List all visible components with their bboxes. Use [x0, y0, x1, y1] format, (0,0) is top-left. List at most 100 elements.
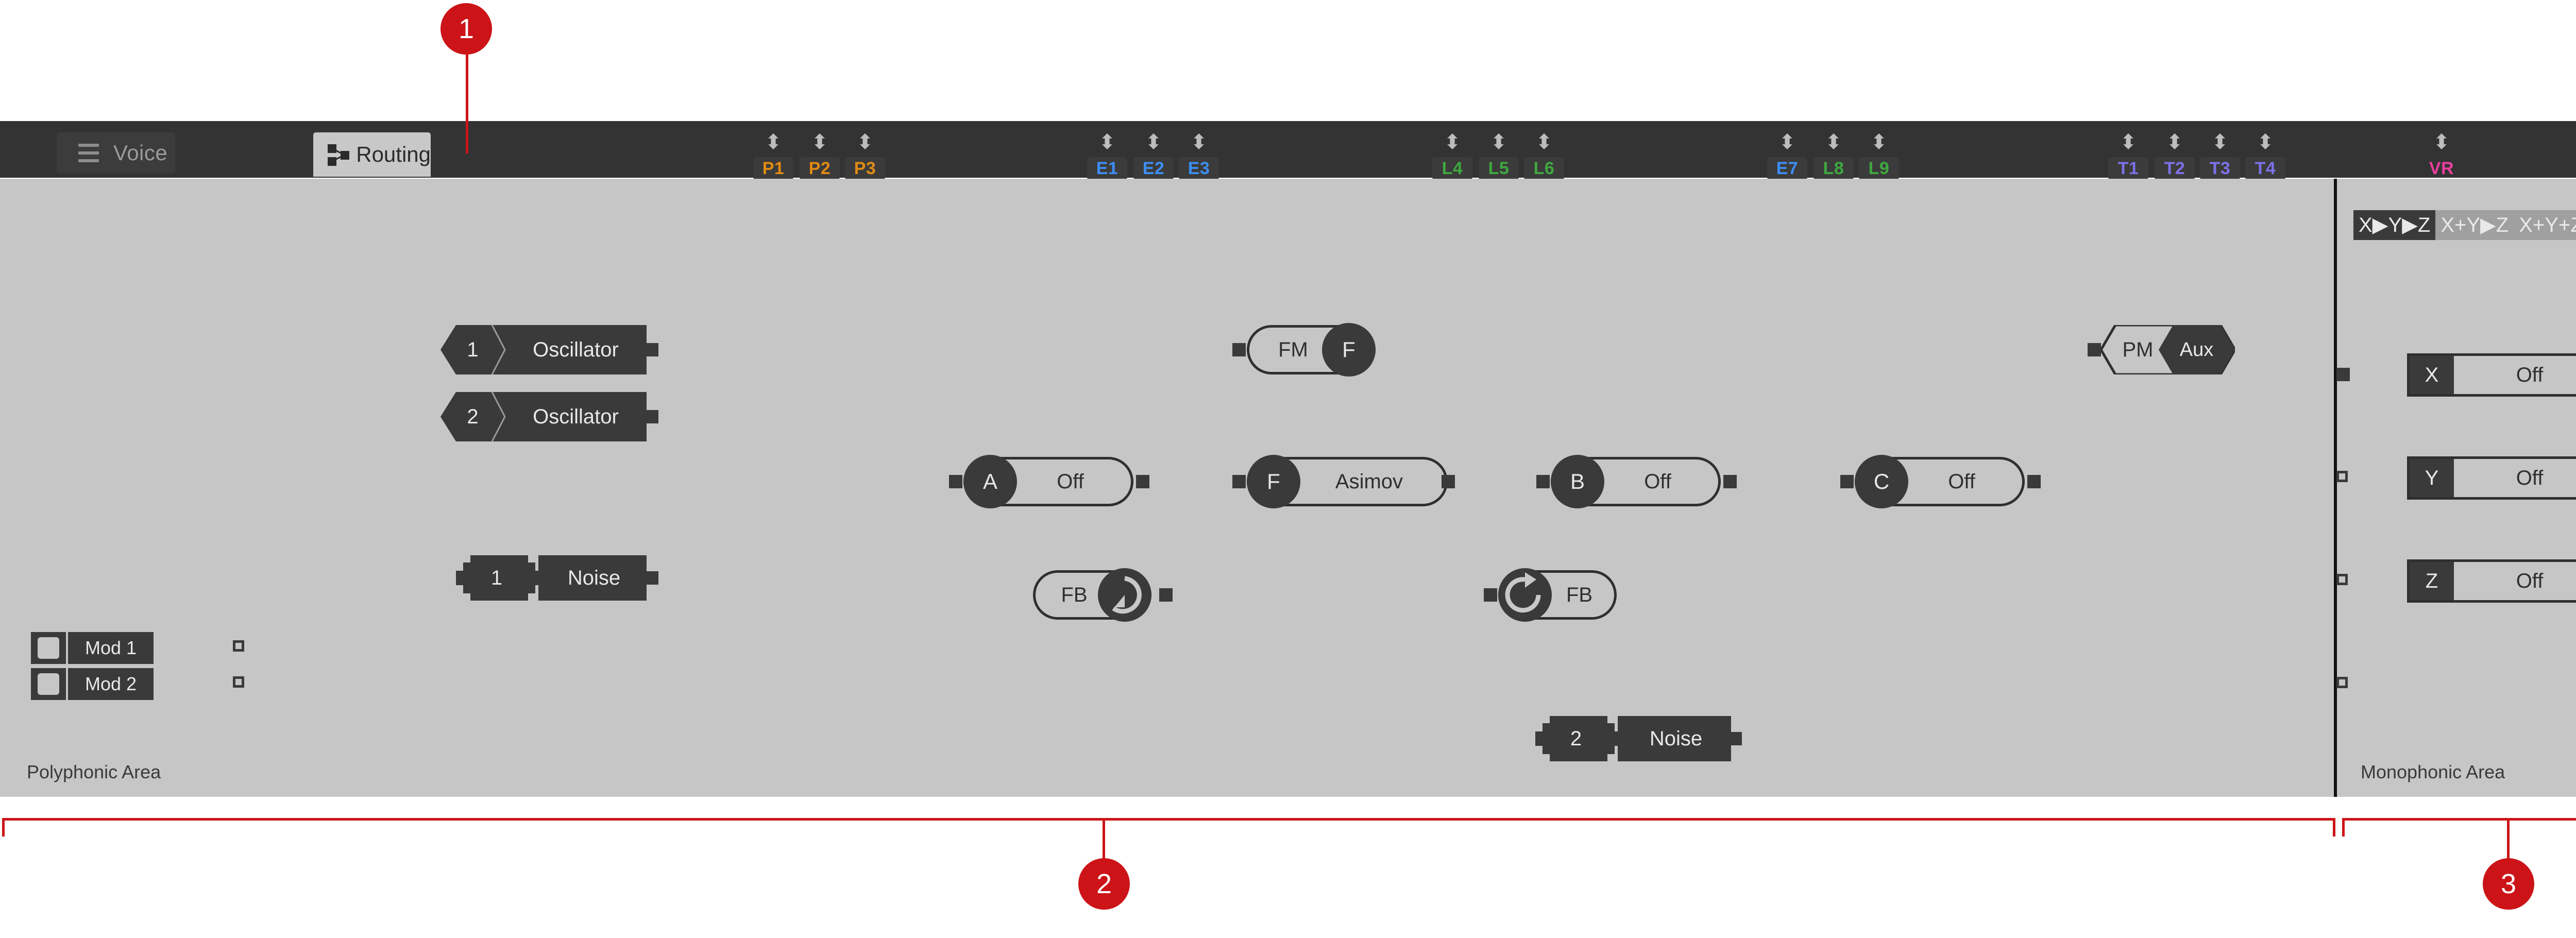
drag-vertical-arrows-icon[interactable]: ⬍ — [1490, 131, 1507, 154]
mixer-c-input-port[interactable] — [1840, 475, 1854, 488]
mod-row[interactable]: Mod 1 — [31, 632, 154, 664]
mod-slot-label[interactable]: L8 — [1814, 157, 1854, 180]
drag-vertical-arrows-icon[interactable]: ⬍ — [1190, 131, 1208, 154]
filter-output-port[interactable] — [1442, 475, 1455, 488]
node-oscillator-2[interactable]: 2 Oscillator — [440, 392, 647, 441]
mod-slot-e3[interactable]: ⬍ E3 — [1179, 130, 1219, 180]
mono-bus-port-x[interactable] — [2336, 368, 2350, 381]
mod-output-port[interactable] — [233, 640, 244, 652]
mod-slot-e2[interactable]: ⬍ E2 — [1133, 130, 1174, 180]
mod-slot-p3[interactable]: ⬍ P3 — [845, 130, 885, 180]
drag-vertical-arrows-icon[interactable]: ⬍ — [765, 131, 782, 154]
filter-badge[interactable]: F — [1247, 455, 1300, 508]
fb-right-input-port[interactable] — [1484, 588, 1497, 602]
mod-slot-l8[interactable]: ⬍ L8 — [1814, 130, 1854, 180]
mod-slot-label[interactable]: E1 — [1087, 157, 1127, 180]
node-fm[interactable]: FM F — [1247, 323, 1376, 377]
mod-slot-label[interactable]: T3 — [2200, 157, 2240, 180]
node-noise-1[interactable]: 1 Noise — [456, 555, 647, 601]
mono-mode-option-1[interactable]: X▶Y▶Z — [2353, 210, 2436, 240]
node-mixer-b[interactable]: B Off — [1551, 455, 1721, 508]
mod-slot-label[interactable]: L4 — [1432, 157, 1472, 180]
drag-vertical-arrows-icon[interactable]: ⬍ — [1870, 131, 1888, 154]
noise1-output-port[interactable] — [645, 571, 658, 585]
mod-slot-label[interactable]: E7 — [1767, 157, 1807, 180]
node-mixer-c[interactable]: C Off — [1855, 455, 2025, 508]
mixer-c-badge[interactable]: C — [1855, 455, 1908, 508]
mono-bus-port-y[interactable] — [2336, 471, 2348, 482]
mixer-b-badge[interactable]: B — [1551, 455, 1604, 508]
mod-slot-vr[interactable]: ⬍ VR — [2421, 130, 2462, 180]
fm-input-port[interactable] — [1232, 343, 1246, 356]
mod-slot-label[interactable]: P1 — [753, 157, 793, 180]
mono-slot-y[interactable]: Y Off — [2407, 456, 2576, 500]
drag-vertical-arrows-icon[interactable]: ⬍ — [1444, 131, 1461, 154]
drag-vertical-arrows-icon[interactable]: ⬍ — [2257, 131, 2274, 154]
mod-slot-label[interactable]: E3 — [1179, 157, 1219, 180]
filter-input-port[interactable] — [1232, 475, 1246, 488]
mod-slot-l9[interactable]: ⬍ L9 — [1859, 130, 1899, 180]
fb-left-output-port[interactable] — [1159, 588, 1173, 602]
mod-slot-e7[interactable]: ⬍ E7 — [1767, 130, 1807, 180]
tab-voice[interactable]: Voice — [57, 132, 175, 174]
noise2-output-port[interactable] — [1728, 732, 1742, 745]
mod-slot-e1[interactable]: ⬍ E1 — [1087, 130, 1127, 180]
mod-slot-label[interactable]: T1 — [2108, 157, 2148, 180]
mixer-a-input-port[interactable] — [949, 475, 962, 488]
mixer-c-output-port[interactable] — [2027, 475, 2041, 488]
mod-slot-t3[interactable]: ⬍ T3 — [2200, 130, 2240, 180]
drag-vertical-arrows-icon[interactable]: ⬍ — [2120, 131, 2137, 154]
drag-vertical-arrows-icon[interactable]: ⬍ — [1098, 131, 1116, 154]
knob-icon[interactable] — [1098, 568, 1151, 622]
node-oscillator-1[interactable]: 1 Oscillator — [440, 325, 647, 374]
drag-vertical-arrows-icon[interactable]: ⬍ — [1778, 131, 1796, 154]
drag-vertical-arrows-icon[interactable]: ⬍ — [1535, 131, 1553, 154]
mod-slot-label[interactable]: T2 — [2155, 157, 2195, 180]
node-noise-2[interactable]: 2 Noise — [1535, 716, 1731, 761]
osc2-output-port[interactable] — [645, 410, 658, 423]
pm-input-port[interactable] — [2088, 343, 2101, 356]
drag-vertical-arrows-icon[interactable]: ⬍ — [1825, 131, 1842, 154]
mod-slot-label[interactable]: T4 — [2245, 157, 2285, 180]
mod-checkbox[interactable] — [31, 668, 66, 700]
node-pm-aux[interactable]: PM Aux — [2101, 325, 2235, 374]
mod-slot-label[interactable]: L6 — [1524, 157, 1564, 180]
drag-vertical-arrows-icon[interactable]: ⬍ — [2433, 131, 2450, 154]
mono-bus-port-out[interactable] — [2336, 677, 2348, 688]
osc1-output-port[interactable] — [645, 343, 658, 356]
mod-slot-p1[interactable]: ⬍ P1 — [753, 130, 793, 180]
node-mixer-a[interactable]: A Off — [963, 455, 1133, 508]
mod-slot-l4[interactable]: ⬍ L4 — [1432, 130, 1472, 180]
mod-slot-label[interactable]: P3 — [845, 157, 885, 180]
mono-slot-z[interactable]: Z Off — [2407, 559, 2576, 603]
mod-slot-t1[interactable]: ⬍ T1 — [2108, 130, 2148, 180]
node-filter[interactable]: F Asimov — [1247, 455, 1448, 508]
mod-row[interactable]: Mod 2 — [31, 668, 154, 700]
node-feedback-left[interactable]: FB — [1033, 568, 1151, 622]
mod-slot-label[interactable]: P2 — [800, 157, 840, 180]
mixer-a-badge[interactable]: A — [963, 455, 1017, 508]
mod-slot-p2[interactable]: ⬍P2 — [800, 130, 840, 180]
drag-vertical-arrows-icon[interactable]: ⬍ — [1145, 131, 1162, 154]
mixer-b-input-port[interactable] — [1536, 475, 1550, 488]
node-feedback-right[interactable]: FB — [1498, 568, 1617, 622]
refresh-loop-icon[interactable] — [1498, 568, 1552, 622]
mod-checkbox[interactable] — [31, 632, 66, 664]
mixer-b-output-port[interactable] — [1723, 475, 1737, 488]
mod-slot-label[interactable]: L5 — [1479, 157, 1519, 180]
fm-badge[interactable]: F — [1322, 323, 1376, 377]
mod-slot-l5[interactable]: ⬍ L5 — [1479, 130, 1519, 180]
mod-slot-t4[interactable]: ⬍ T4 — [2245, 130, 2285, 180]
drag-vertical-arrows-icon[interactable]: ⬍ — [2166, 131, 2183, 154]
mod-slot-label[interactable]: VR — [2429, 158, 2454, 178]
mono-slot-x[interactable]: X Off — [2407, 353, 2576, 397]
mono-mode-option-2[interactable]: X+Y▶Z — [2435, 210, 2514, 240]
mod-slot-t2[interactable]: ⬍ T2 — [2155, 130, 2195, 180]
drag-vertical-arrows-icon[interactable]: ⬍ — [856, 131, 874, 154]
mod-slot-label[interactable]: L9 — [1859, 157, 1899, 180]
mod-slot-label[interactable]: E2 — [1133, 157, 1174, 180]
drag-vertical-arrows-icon[interactable]: ⬍ — [2211, 131, 2229, 154]
mixer-a-output-port[interactable] — [1136, 475, 1149, 488]
mono-mode-option-3[interactable]: X+Y+Z — [2514, 210, 2576, 240]
tab-routing[interactable]: Routing — [313, 132, 431, 177]
